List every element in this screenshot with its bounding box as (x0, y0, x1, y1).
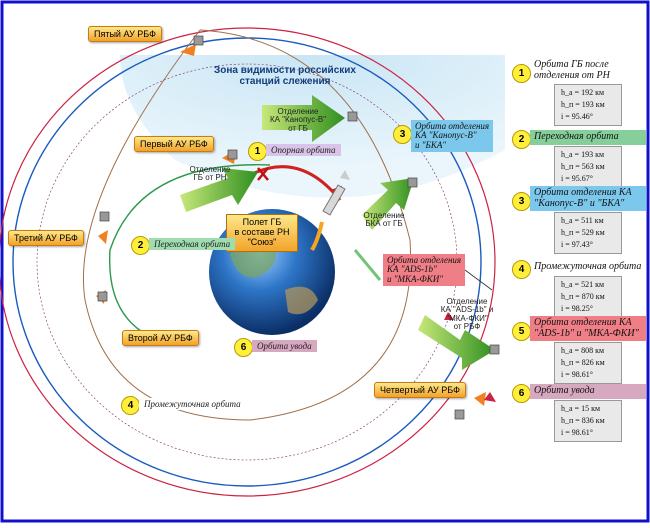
legend-5-title: Орбита отделения КА"ADS-1b" и "МКА-ФКИ" (530, 316, 646, 341)
legend-1-number: 1 (512, 64, 531, 83)
orbit-1-number: 1 (248, 142, 267, 161)
satellite-icon (227, 149, 238, 160)
booster-third-label: Третий АУ РБФ (8, 230, 84, 246)
satellite-icon (193, 35, 204, 46)
orbit-6-line (82, 29, 412, 421)
booster-second-label: Второй АУ РБФ (122, 330, 199, 346)
arrow-kanopus-separation (262, 95, 345, 142)
satellite-icon (489, 344, 500, 355)
legend-6-number: 6 (512, 384, 531, 403)
orbit-4-label: Промежуточная орбита (139, 398, 246, 410)
satellite-icon (407, 177, 418, 188)
orbit-2-label: Переходная орбита (149, 238, 236, 250)
orbit-1-label: Опорная орбита (266, 144, 341, 156)
legend-5-number: 5 (512, 322, 531, 341)
burn-3-icon (98, 230, 108, 244)
satellite-icon (454, 409, 465, 420)
launch-rocket-icon (310, 170, 350, 252)
legend-2-number: 2 (512, 130, 531, 149)
legend-4-title: Промежуточная орбита (534, 261, 642, 272)
satellite-icon (97, 291, 108, 302)
orbit-2-line (108, 164, 271, 346)
arrow-bka-separation (362, 178, 414, 230)
satellite-icon (347, 111, 358, 122)
burn-4-icon (474, 392, 486, 406)
separation-marker-icon (257, 167, 269, 181)
booster-first-label: Первый АУ РБФ (134, 136, 214, 152)
burn-5-icon (180, 44, 196, 56)
orbit-6-number: 6 (234, 338, 253, 357)
orbit-6-label: Орбита увода (252, 340, 317, 352)
orbit-3-number: 3 (393, 125, 412, 144)
satellite-icon (99, 211, 110, 222)
orbit-5-line (0, 27, 496, 497)
orbit-4-number: 4 (121, 396, 140, 415)
legend-3-number: 3 (512, 192, 531, 211)
arrow-gb-separation (180, 168, 258, 212)
arrow-ads-separation (418, 315, 495, 370)
legend-2-title: Переходная орбита (530, 130, 646, 145)
booster-fourth-label: Четвертый АУ РБФ (374, 382, 466, 398)
legend-4-number: 4 (512, 260, 531, 279)
orbit-2-number: 2 (131, 236, 150, 255)
legend-6-title: Орбита увода (530, 384, 646, 399)
legend-3-title: Орбита отделения КА"Канопус-В" и "БКА" (530, 186, 646, 211)
booster-fifth-label: Пятый АУ РБФ (88, 26, 162, 42)
